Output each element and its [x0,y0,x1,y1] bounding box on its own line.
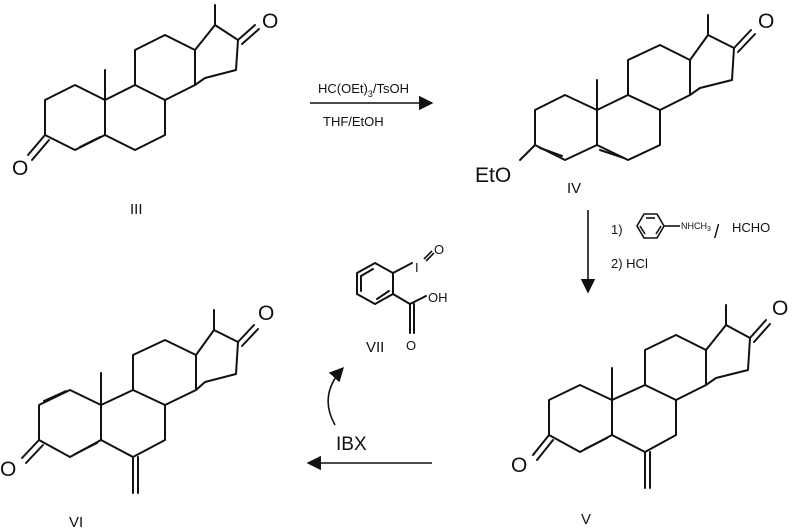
step-3: IBX [306,366,432,471]
compound-vi-ketone-o-left: O [0,458,16,481]
compound-vii-iodine: I [415,260,419,275]
step-2-step-1-number: 1) [611,222,623,237]
step-1-solvent: THF/EtOH [323,114,384,129]
compound-v-label: V [581,511,591,528]
step-3-reagent: IBX [336,434,367,455]
step-2: 1) NHCH3 / HCHO 2) HCl [580,210,770,294]
compound-v: O O V [511,297,788,528]
step-1: HC(OEt)3/TsOH THF/EtOH [310,81,434,129]
compound-vii-iodoso-o: O [434,242,444,257]
step-3-curved-arrow [327,366,344,426]
compound-vi: O O VI [0,302,274,531]
step-2-amine-group: NHCH3 [681,221,711,233]
compound-vi-ketone-o-top: O [258,302,274,325]
compound-v-ketone-o-top: O [772,297,788,320]
compound-vi-label: VI [69,514,83,531]
step-2-slash: / [714,222,720,243]
compound-iii-ketone-o-left: O [12,157,28,180]
compound-iv-ketone-o: O [758,10,774,33]
compound-vii-carbonyl-o: O [406,338,416,353]
compound-v-ketone-o-left: O [511,454,527,477]
compound-iv: O EtO IV [475,10,774,197]
step-2-aldehyde: HCHO [732,220,770,235]
compound-iii: O O III [12,4,278,218]
compound-iii-label: III [130,201,143,218]
n-methylaniline-structure: NHCH3 [636,213,711,239]
step-1-reagent: HC(OEt)3/TsOH [318,81,409,99]
compound-vii-label: VII [366,339,384,356]
compound-iv-label: IV [567,180,581,197]
step-2-acid-step: 2) HCl [611,256,648,271]
compound-iii-ketone-o-top: O [262,10,278,33]
compound-vii: I O OH O VII [356,242,448,356]
compound-iv-ethoxy-group: EtO [475,164,511,187]
compound-vii-hydroxyl: OH [428,290,448,305]
